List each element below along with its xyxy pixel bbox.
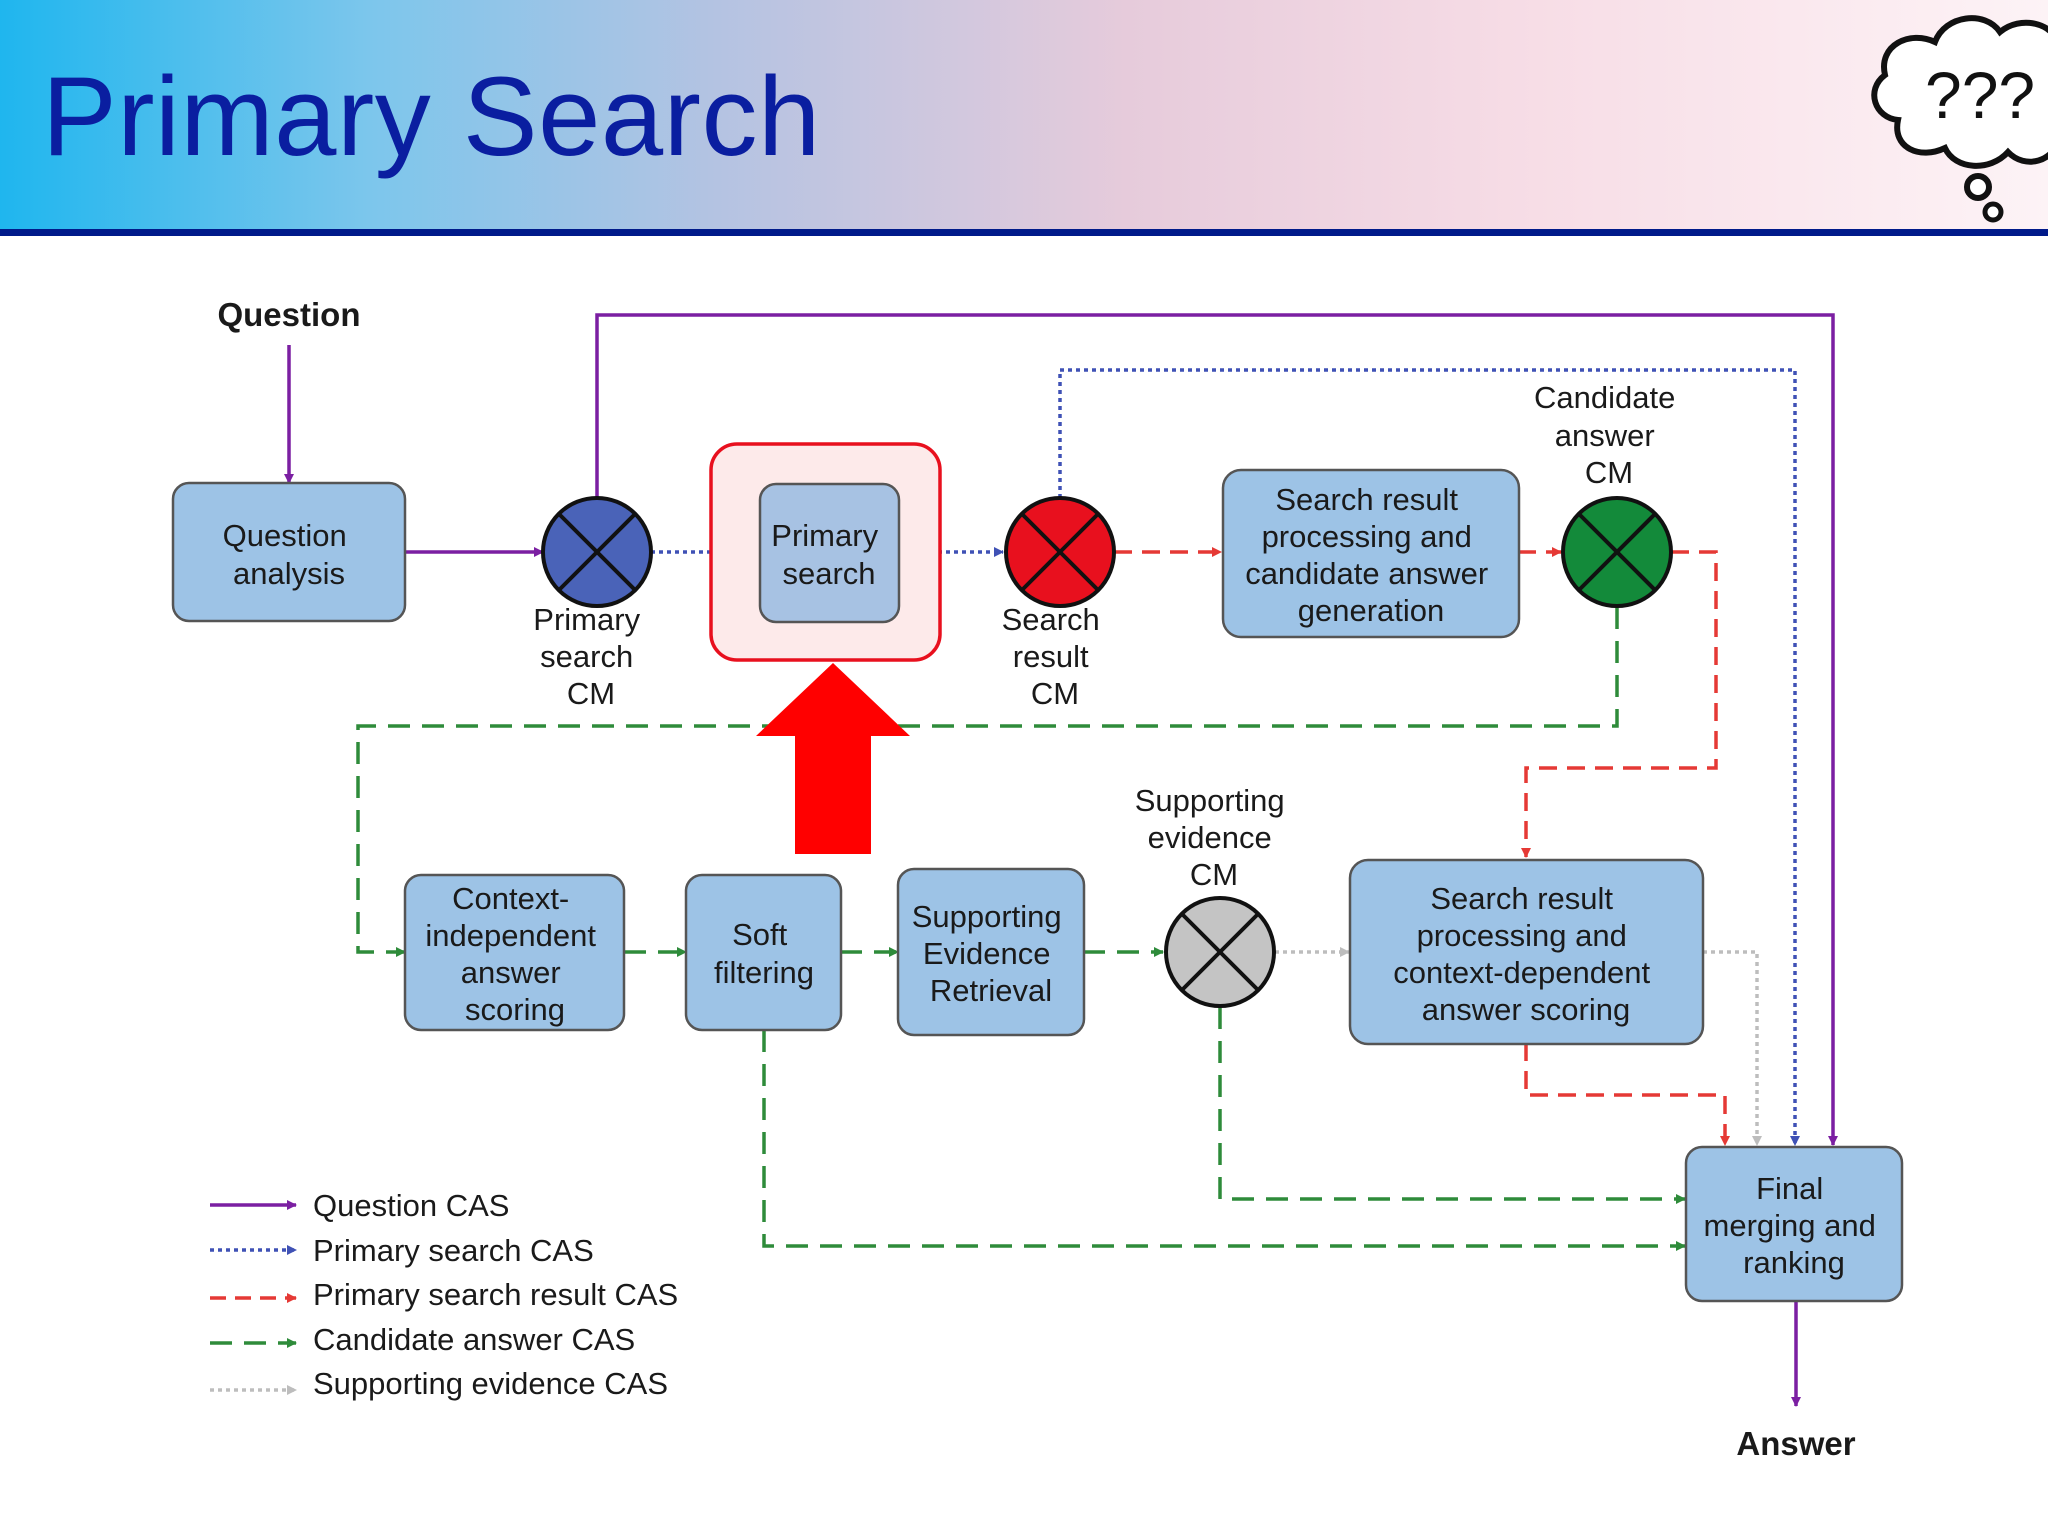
box-label-line: Final xyxy=(1756,1171,1823,1206)
svg-text:Question analysis: Question analysis xyxy=(223,518,356,591)
box-search-result-processing: Search result processing and candidate a… xyxy=(1221,468,1521,639)
box-label-line: Retrieval xyxy=(930,973,1052,1008)
primary-search-cm-node: Primary search CM xyxy=(533,496,653,711)
legend-label: Supporting evidence CAS xyxy=(313,1366,668,1401)
supporting-evidence-cm-node: Supporting evidence CM xyxy=(1135,783,1294,1008)
svg-text:Supporting evidence: Supporting evidence CM xyxy=(1135,783,1294,892)
cm-label-line: Candidate xyxy=(1534,380,1675,415)
box-label-line: filtering xyxy=(714,955,814,990)
box-label-line: Evidence xyxy=(923,936,1051,971)
page-title: Primary Search xyxy=(42,54,821,179)
cloud-text: ??? xyxy=(1925,58,2035,132)
svg-text:Supporting Evidence: Supporting Evidence Retrieval xyxy=(912,899,1071,1008)
svg-text:Soft filtering: Soft filtering xyxy=(714,917,814,990)
box-question-analysis: Question analysis xyxy=(171,481,407,623)
cm-label-line: Supporting xyxy=(1135,783,1285,818)
svg-text:Search result processi: Search result processing and candidate a… xyxy=(1245,482,1497,628)
cm-label-line: CM xyxy=(567,676,615,711)
legend: Question CAS Primary search CAS Primary … xyxy=(210,1188,678,1401)
box-label-line: generation xyxy=(1298,593,1445,628)
cm-label-line: CM xyxy=(1585,455,1633,490)
cm-label-line: CM xyxy=(1031,676,1079,711)
box-label-line: ranking xyxy=(1743,1245,1845,1280)
legend-item: Primary search result CAS xyxy=(210,1277,678,1312)
svg-text:Search result processi: Search result processing and context-dep… xyxy=(1393,881,1658,1027)
box-label-line: processing and xyxy=(1417,918,1627,953)
box-final-merging-ranking: Final merging and ranking xyxy=(1684,1145,1904,1303)
legend-item: Supporting evidence CAS xyxy=(210,1366,668,1401)
box-label-line: answer xyxy=(461,955,561,990)
box-label-line: answer scoring xyxy=(1422,992,1630,1027)
box-label-line: merging and xyxy=(1704,1208,1876,1243)
box-label-line: Supporting xyxy=(912,899,1062,934)
question-input-label: Question xyxy=(217,296,360,333)
box-label-line: search xyxy=(782,556,875,591)
legend-label: Primary search CAS xyxy=(313,1233,594,1268)
box-label-line: candidate answer xyxy=(1245,556,1488,591)
legend-label: Candidate answer CAS xyxy=(313,1322,635,1357)
search-result-cm-node: Search result CM xyxy=(1002,496,1116,711)
box-label-line: scoring xyxy=(465,992,565,1027)
box-label-line: Context- xyxy=(452,881,569,916)
svg-text:Candidate answer: Candidate answer CM xyxy=(1534,380,1684,490)
box-label-line: context-dependent xyxy=(1393,955,1650,990)
box-label-line: analysis xyxy=(233,556,345,591)
legend-item: Candidate answer CAS xyxy=(210,1322,635,1357)
thought-cloud-icon: ??? xyxy=(1871,15,2048,223)
up-arrow-icon xyxy=(756,663,910,854)
legend-label: Primary search result CAS xyxy=(313,1277,678,1312)
search-result-cas-lines xyxy=(1114,547,1730,1146)
box-context-independent-scoring: Context- independent answer scoring xyxy=(403,873,626,1032)
candidate-answer-cm-node: Candidate answer CM xyxy=(1534,380,1684,608)
svg-text:Primary search: Primary search CM xyxy=(533,602,648,711)
box-supporting-evidence-retrieval: Supporting Evidence Retrieval xyxy=(896,867,1086,1037)
cm-label-line: Primary xyxy=(533,602,640,637)
cm-label-line: Search xyxy=(1002,602,1100,637)
box-soft-filtering: Soft filtering xyxy=(684,873,843,1032)
question-cas-lines xyxy=(284,313,1838,1407)
cm-label-line: search xyxy=(540,639,633,674)
box-label-line: Question xyxy=(223,518,347,553)
supporting-evidence-cas-lines xyxy=(1275,947,1762,1146)
legend-item: Primary search CAS xyxy=(210,1233,594,1268)
cm-label-line: evidence xyxy=(1148,820,1272,855)
box-context-dependent-scoring: Search result processing and context-dep… xyxy=(1348,858,1705,1046)
svg-text:Primary search: Primary search xyxy=(771,518,886,591)
box-label-line: Search result xyxy=(1430,881,1613,916)
cm-label-line: result xyxy=(1013,639,1089,674)
legend-label: Question CAS xyxy=(313,1188,509,1223)
box-label-line: Primary xyxy=(771,518,878,553)
cm-label-line: answer xyxy=(1555,418,1655,453)
svg-text:Search result: Search result CM xyxy=(1002,602,1109,711)
box-label-line: independent xyxy=(425,918,596,953)
box-label-line: Soft xyxy=(732,917,788,952)
box-label-line: Search result xyxy=(1275,482,1458,517)
svg-text:Final merging and: Final merging and ranking xyxy=(1704,1171,1885,1280)
box-primary-search: Primary search xyxy=(758,482,901,624)
legend-item: Question CAS xyxy=(210,1188,509,1223)
box-label-line: processing and xyxy=(1262,519,1472,554)
answer-output-label: Answer xyxy=(1736,1425,1855,1462)
title-banner xyxy=(0,0,2048,229)
cm-label-line: CM xyxy=(1190,857,1238,892)
title-divider xyxy=(0,229,2048,236)
svg-text:Context- independent: Context- independent answer scoring xyxy=(425,881,604,1027)
candidate-answer-cas-lines xyxy=(356,607,1686,1251)
